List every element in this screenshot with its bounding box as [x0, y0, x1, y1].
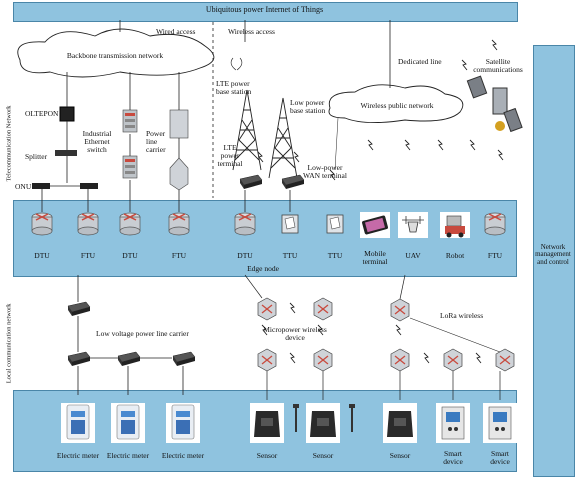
device-smart-1: Smart device [443, 449, 463, 466]
device-sensor-3: Sensor [389, 451, 411, 460]
device-meter-1: Electric meter [56, 451, 100, 460]
low-station-label: Low power base station [290, 98, 326, 115]
edge-item-ftu-3: FTU [487, 251, 503, 260]
backbone-label: Backbone transmission network [66, 51, 164, 60]
onu-label: ONU [15, 182, 32, 191]
wan-terminal-label: Low-power WAN terminal [303, 163, 347, 180]
lte-terminal-label: LTE power terminal [217, 143, 243, 168]
olt-device [59, 106, 75, 122]
wired-access-label: Wired access [156, 27, 196, 36]
backbone-cloud [17, 28, 215, 78]
wireless-access-label: Wireless access [228, 27, 275, 36]
wireless-public-label: Wireless public network [360, 101, 434, 110]
edge-item-mobile: Mobile terminal [362, 249, 388, 266]
edge-node-box [13, 200, 517, 277]
satellite-icon [466, 75, 523, 133]
lora-label: LoRa wireless [440, 311, 484, 320]
dedicated-line-label: Dedicated line [398, 57, 442, 66]
uav-icon [398, 212, 428, 238]
edge-item-robot: Robot [445, 251, 465, 260]
device-smart-2: Smart device [490, 449, 510, 466]
edge-item-ftu-1: FTU [80, 251, 96, 260]
title-bar [13, 2, 518, 22]
lte-terminal-device [239, 174, 263, 190]
management-box [533, 45, 575, 477]
olt-label: OLTEPON [25, 109, 59, 118]
edge-node-title: Edge node [247, 264, 279, 273]
device-sensor-1: Sensor [256, 451, 278, 460]
edge-item-ttu-1: TTU [282, 251, 298, 260]
device-meter-3: Electric meter [161, 451, 205, 460]
edge-item-dtu-3: DTU [237, 251, 253, 260]
edge-item-ttu-2: TTU [327, 251, 343, 260]
title-text: Ubiquitous power Internet of Things [205, 5, 324, 14]
satellite-label: Satellite communications [473, 57, 523, 74]
management-text: Network management and control [535, 243, 571, 266]
wireless-public-cloud [328, 84, 464, 123]
edge-item-dtu-2: DTU [122, 251, 138, 260]
onu-device-2 [80, 183, 98, 189]
edge-item-dtu-1: DTU [34, 251, 50, 260]
micropower-label: Micropower wireless device [263, 325, 327, 342]
onu-device-1 [32, 183, 50, 189]
splitter-device [55, 150, 77, 156]
lv-plc-label: Low voltage power line carrier [96, 329, 189, 338]
edge-item-ftu-2: FTU [171, 251, 187, 260]
device-sensor-2: Sensor [312, 451, 334, 460]
edge-item-uav: UAV [405, 251, 421, 260]
robot-icon [440, 212, 470, 238]
industrial-label: Industrial Ethernet switch [82, 129, 112, 154]
lte-station-label: LTE power base station [216, 79, 252, 96]
splitter-label: Splitter [25, 152, 48, 161]
plc-label: Power line carrier [146, 129, 166, 154]
mobile-terminal-icon [360, 212, 390, 238]
device-meter-2: Electric meter [106, 451, 150, 460]
